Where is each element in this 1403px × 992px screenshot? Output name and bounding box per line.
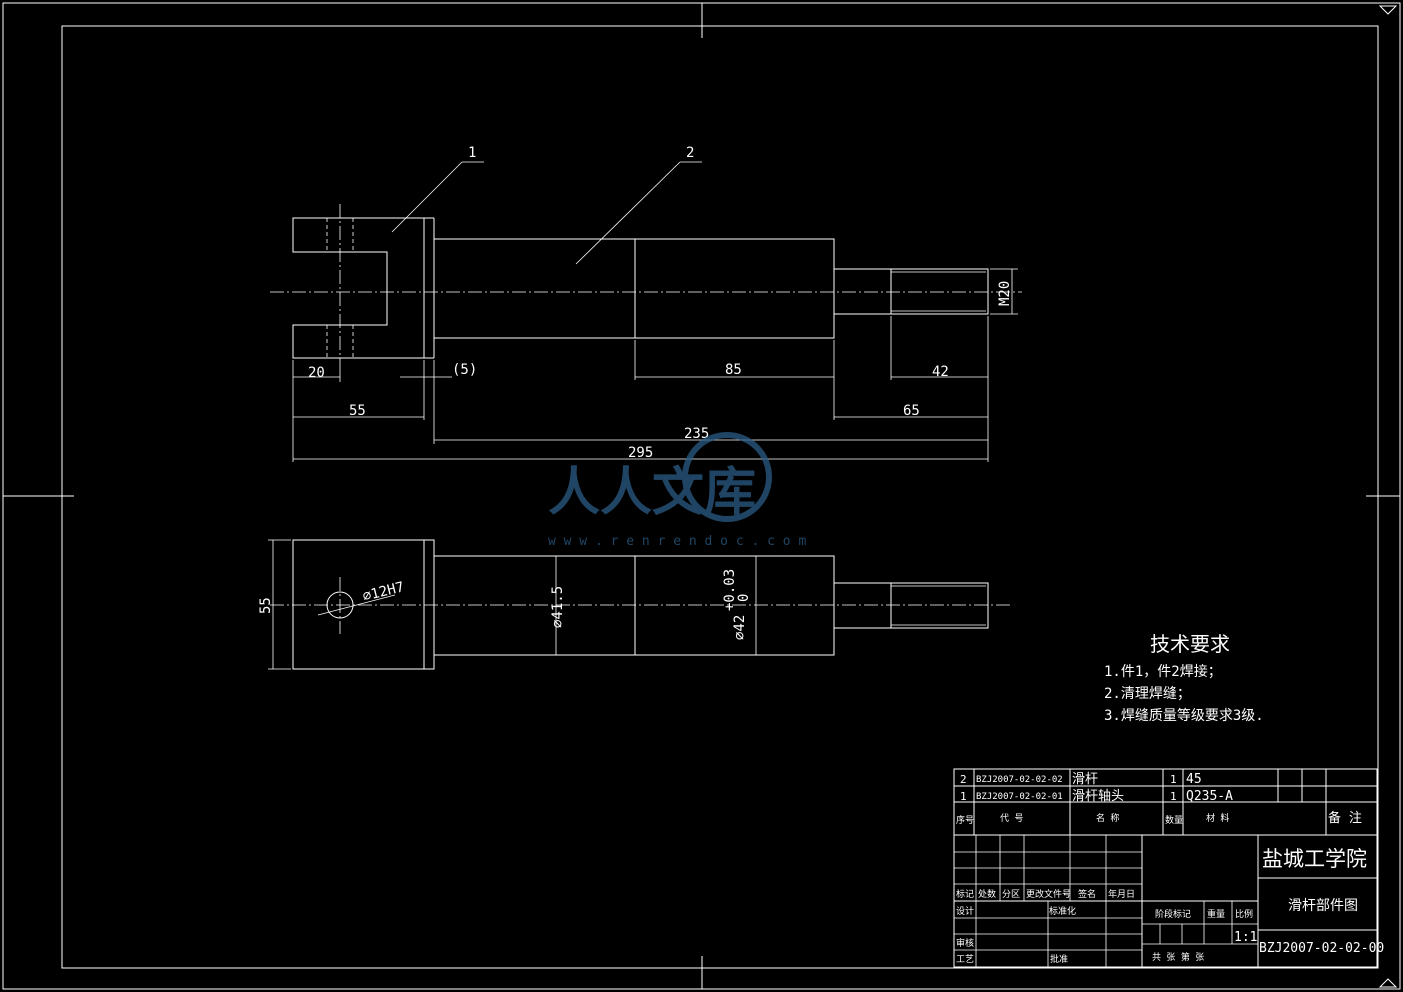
school-name: 盐城工学院 bbox=[1262, 847, 1367, 871]
bom-header-code: 代 号 bbox=[1000, 813, 1023, 824]
bom-header-no: 序号 bbox=[956, 814, 974, 826]
bom-row-1-name: 滑杆轴头 bbox=[1072, 789, 1124, 804]
title-block bbox=[953, 834, 1378, 968]
tech-item-2: 2.清理焊缝； bbox=[1104, 686, 1191, 702]
dim-hole: ⌀12H7 bbox=[361, 579, 406, 605]
front-view bbox=[270, 161, 1022, 372]
bom-header-remark: 备 注 bbox=[1328, 810, 1362, 826]
bom-header-name: 名 称 bbox=[1096, 812, 1119, 824]
label-review: 审核 bbox=[956, 937, 974, 949]
label-design: 设计 bbox=[956, 905, 974, 917]
dim-235: 235 bbox=[684, 426, 709, 442]
label-date: 年月日 bbox=[1108, 888, 1135, 900]
dim-dia-42: ⌀42 bbox=[732, 615, 748, 640]
dim-295: 295 bbox=[628, 445, 653, 461]
bom-row-2-no: 2 bbox=[960, 773, 967, 786]
watermark-url: w w w . r e n r e n d o c . c o m bbox=[548, 534, 806, 549]
drawing-number: BZJ2007-02-02-00 bbox=[1259, 941, 1384, 956]
bom-row-2-code: BZJ2007-02-02-02 bbox=[976, 775, 1063, 785]
label-stage: 阶段标记 bbox=[1155, 908, 1191, 920]
label-count: 处数 bbox=[978, 888, 996, 900]
label-weight: 重量 bbox=[1207, 908, 1225, 920]
drawing-name: 滑杆部件图 bbox=[1288, 897, 1358, 914]
label-sign: 签名 bbox=[1078, 888, 1096, 900]
dim-42: 42 bbox=[932, 364, 949, 380]
dim-m20: M20 bbox=[997, 281, 1013, 306]
watermark-logo: 人人文库 w w w . r e n r e n d o c . c o m bbox=[548, 432, 806, 549]
label-ratio: 比例 bbox=[1235, 908, 1253, 920]
bom-row-2-qty: 1 bbox=[1170, 773, 1177, 786]
bom-row-1-code: BZJ2007-02-02-01 bbox=[976, 792, 1063, 802]
bom-row-1-material: Q235-A bbox=[1186, 789, 1233, 804]
bom-header-qty: 数量 bbox=[1165, 814, 1183, 826]
shaft-body bbox=[433, 238, 835, 339]
watermark-text: 人人文库 bbox=[548, 462, 756, 523]
tech-item-1: 1.件1，件2焊接； bbox=[1104, 663, 1222, 680]
dim-55: 55 bbox=[349, 403, 366, 419]
clevis-top bbox=[292, 539, 435, 670]
threaded-end bbox=[833, 268, 989, 315]
balloon-1: 1 bbox=[468, 145, 476, 161]
tech-item-3: 3.焊缝质量等级要求3级. bbox=[1104, 707, 1264, 724]
bom-row-2-material: 45 bbox=[1186, 772, 1202, 787]
front-dimensions bbox=[292, 268, 1018, 462]
top-view bbox=[268, 539, 1012, 670]
shaft-top bbox=[433, 555, 835, 656]
label-zone: 分区 bbox=[1002, 889, 1020, 900]
dim-5: (5) bbox=[452, 362, 477, 378]
dim-dia-41-5: ⌀41.5 bbox=[550, 586, 566, 628]
dim-tol-lower: 0 bbox=[736, 594, 752, 602]
bom-row-2-name: 滑杆 bbox=[1072, 772, 1098, 787]
inner-frame bbox=[61, 25, 1379, 969]
dim-85: 85 bbox=[725, 362, 742, 378]
label-sheets: 共 张 第 张 bbox=[1152, 951, 1204, 963]
dim-65: 65 bbox=[903, 403, 920, 419]
bom-row-1-no: 1 bbox=[960, 790, 967, 803]
scale-value: 1:1 bbox=[1234, 930, 1257, 945]
label-change: 更改文件号 bbox=[1026, 888, 1071, 900]
dim-55-vertical: 55 bbox=[258, 597, 274, 614]
dim-tol-upper: +0.03 bbox=[722, 569, 738, 611]
clevis-outline bbox=[292, 217, 425, 359]
label-standard: 标准化 bbox=[1049, 905, 1076, 917]
orientation-arrow-top bbox=[1378, 5, 1398, 15]
bom-row-1-qty: 1 bbox=[1170, 790, 1177, 803]
tech-title: 技术要求 bbox=[1150, 632, 1230, 656]
bom-header-material: 材 料 bbox=[1206, 812, 1229, 824]
orientation-arrow-bottom bbox=[1378, 978, 1398, 988]
label-mark: 标记 bbox=[956, 888, 974, 900]
label-process: 工艺 bbox=[956, 954, 974, 965]
thread-top bbox=[833, 582, 989, 629]
label-approve: 批准 bbox=[1050, 953, 1068, 965]
balloon-2: 2 bbox=[686, 145, 694, 161]
dim-20: 20 bbox=[308, 365, 325, 381]
